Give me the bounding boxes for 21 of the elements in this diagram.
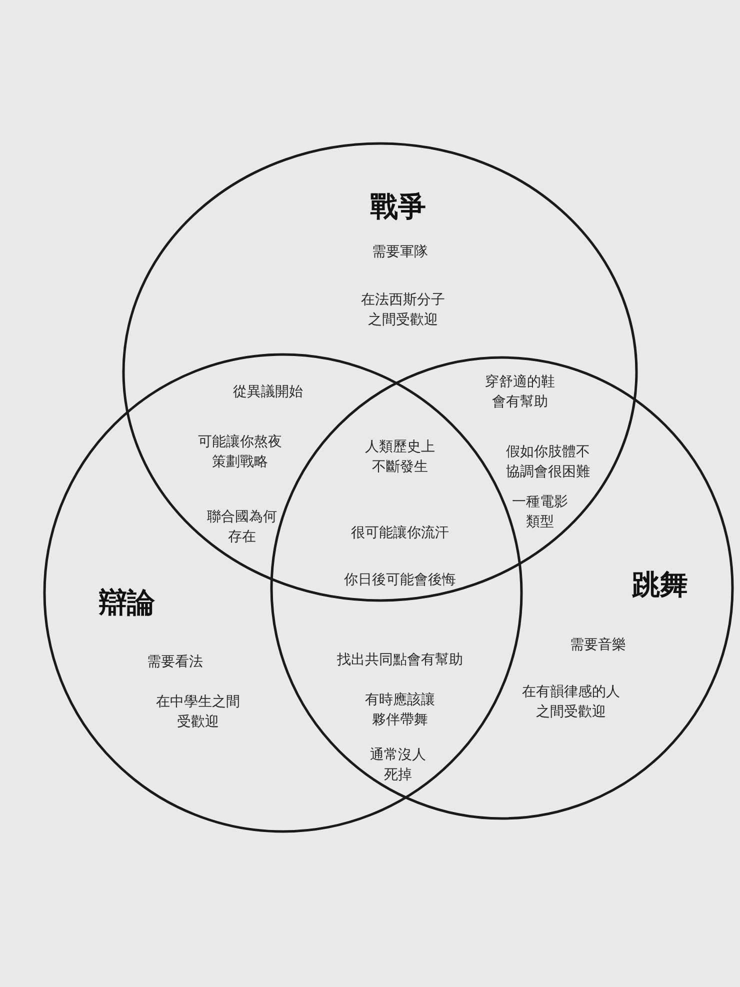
overlap-text: 一種電影類型 <box>511 493 569 532</box>
overlap-text: 可能讓你熬夜策劃戰略 <box>197 433 283 472</box>
circle-text: 在有韻律感的人之間受歡迎 <box>521 683 621 722</box>
overlap-text: 聯合國為何存在 <box>206 508 278 547</box>
circle-heading: 辯論 <box>99 587 155 619</box>
circle-text: 需要看法 <box>147 653 203 672</box>
overlap-text: 通常沒人死掉 <box>369 746 427 785</box>
circle-heading: 戰爭 <box>370 191 426 223</box>
overlap-text: 你日後可能會後悔 <box>344 571 456 590</box>
overlap-text: 假如你肢體不協調會很困難 <box>505 443 591 482</box>
overlap-text: 有時應該讓夥伴帶舞 <box>364 691 436 730</box>
circle-text: 在中學生之間受歡迎 <box>155 693 241 732</box>
circle-text: 需要音樂 <box>570 636 626 655</box>
overlap-text: 找出共同點會有幫助 <box>337 651 463 670</box>
overlap-text: 從異議開始 <box>233 383 303 402</box>
circle-text: 在法西斯分子之間受歡迎 <box>360 291 446 330</box>
overlap-text: 很可能讓你流汗 <box>351 524 449 543</box>
circle-text: 需要軍隊 <box>372 243 428 262</box>
overlap-text: 穿舒適的鞋會有幫助 <box>484 373 556 412</box>
circle-heading: 跳舞 <box>632 569 688 601</box>
overlap-text: 人類歷史上不斷發生 <box>364 438 436 477</box>
